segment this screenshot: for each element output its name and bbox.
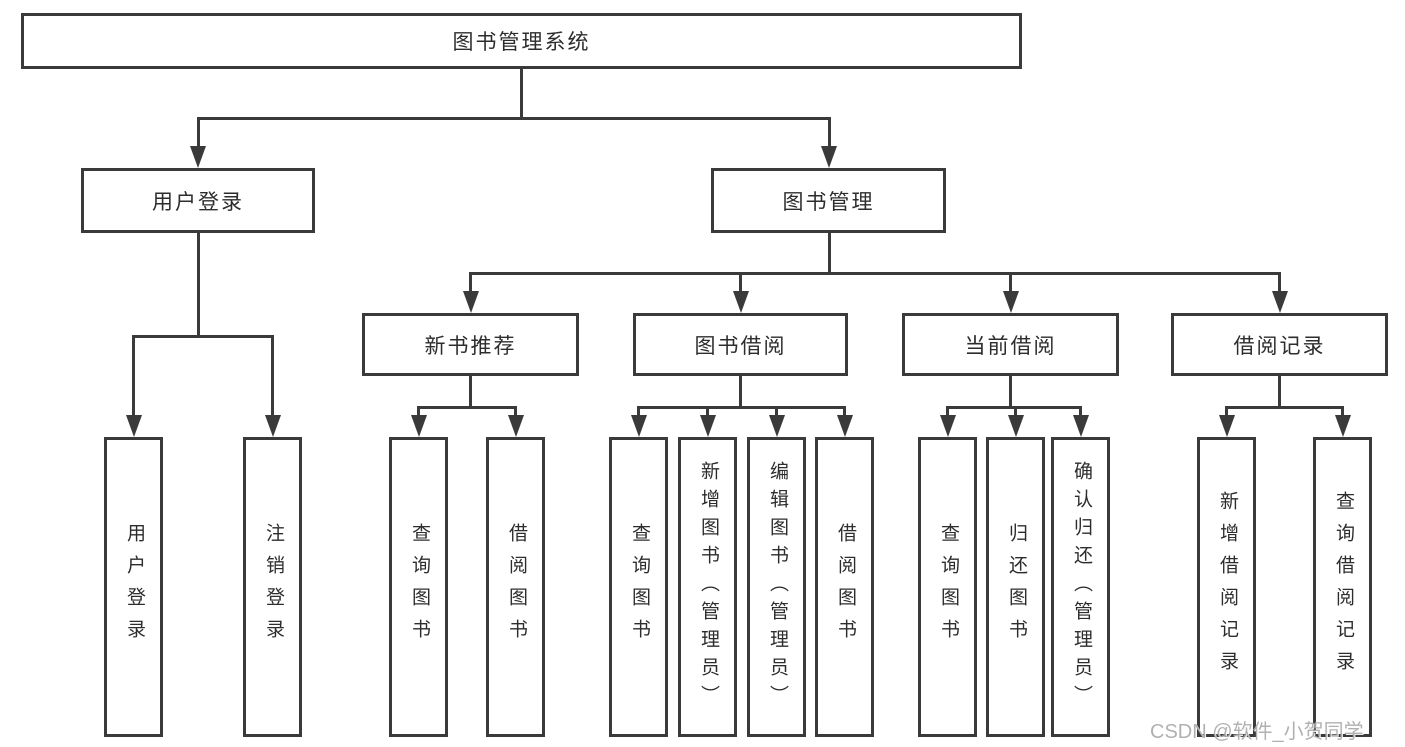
connector-user-login-rail	[132, 335, 274, 338]
node-label: 新增借阅记录	[1216, 491, 1238, 683]
arrowhead-borrow-records	[1271, 291, 1288, 313]
node-book-management: 图书管理	[711, 168, 946, 233]
node-label: 图书管理	[782, 190, 875, 214]
arrowhead-add-book	[699, 415, 716, 437]
connector-borrow-records-rail	[1225, 406, 1344, 409]
arrowhead-confirm-return	[1072, 415, 1089, 437]
connector-book-borrow-stem	[739, 376, 742, 406]
node-label: 编辑图书（管理员）	[766, 461, 788, 713]
arrowhead-logout-leaf	[264, 415, 281, 437]
arrowhead-book-borrow	[732, 291, 749, 313]
node-label: 图书借阅	[694, 334, 787, 358]
node-label: 归还图书	[1005, 523, 1027, 651]
node-borrow-books-1: 借阅图书	[486, 437, 545, 737]
connector-drop-query-books-3	[946, 406, 949, 416]
connector-drop-edit-book	[775, 406, 778, 416]
arrowhead-borrow-books-1	[507, 415, 524, 437]
connector-drop-confirm-return	[1079, 406, 1082, 416]
node-label: 新增图书（管理员）	[697, 461, 719, 713]
node-return-books: 归还图书	[986, 437, 1045, 737]
arrowhead-login-leaf	[125, 415, 142, 437]
node-borrow-books-2: 借阅图书	[815, 437, 874, 737]
arrowhead-query-books-3	[939, 415, 956, 437]
connector-current-borrow-stem	[1009, 376, 1012, 406]
node-label: 借阅图书	[505, 523, 527, 651]
node-label: 查询借阅记录	[1332, 491, 1354, 683]
arrowhead-borrow-books-2	[836, 415, 853, 437]
node-label: 借阅记录	[1233, 334, 1326, 358]
connector-borrow-records-stem	[1278, 376, 1281, 406]
connector-drop-logout-leaf	[271, 335, 274, 417]
arrowhead-add-record	[1218, 415, 1235, 437]
csdn-watermark: CSDN @软件_小贺同学	[1150, 721, 1364, 743]
node-label: 确认归还（管理员）	[1070, 461, 1092, 713]
node-label: 当前借阅	[964, 334, 1057, 358]
connector-book-borrow-rail	[637, 406, 846, 409]
connector-drop-add-book	[706, 406, 709, 416]
node-logout-leaf: 注销登录	[243, 437, 302, 737]
connector-root-stem	[519, 69, 523, 117]
connector-drop-borrow-books-2	[843, 406, 846, 416]
connector-drop-query-record	[1341, 406, 1344, 416]
connector-drop-return-books	[1014, 406, 1017, 416]
connector-drop-query-books-1	[417, 406, 420, 416]
node-label: 新书推荐	[424, 334, 517, 358]
connector-drop-borrow-books-1	[514, 406, 517, 416]
connector-root-rail	[196, 117, 831, 120]
node-label: 用户登录	[152, 190, 244, 214]
arrowhead-book-management	[821, 146, 837, 168]
node-current-borrowing: 当前借阅	[902, 313, 1119, 376]
node-confirm-return-admin: 确认归还（管理员）	[1051, 437, 1110, 737]
node-label: 用户登录	[123, 523, 145, 651]
node-add-book-admin: 新增图书（管理员）	[678, 437, 737, 737]
node-user-login: 用户登录	[81, 168, 315, 233]
arrowhead-current-borrow	[1002, 291, 1019, 313]
connector-drop-query-books-2	[637, 406, 640, 416]
connector-new-book-stem	[469, 376, 472, 406]
connector-drop-user-login	[196, 117, 200, 148]
node-new-book-recommendation: 新书推荐	[362, 313, 579, 376]
connector-new-book-rail	[417, 406, 517, 409]
arrowhead-query-record	[1334, 415, 1351, 437]
node-label: 查询图书	[628, 523, 650, 651]
node-label: 查询图书	[408, 523, 430, 651]
node-query-books-2: 查询图书	[609, 437, 668, 737]
node-label: 图书管理系统	[452, 31, 591, 54]
node-label: 借阅图书	[834, 523, 856, 651]
connector-user-login-stem	[196, 233, 200, 335]
node-query-borrow-record: 查询借阅记录	[1313, 437, 1372, 737]
connector-drop-login-leaf	[132, 335, 135, 417]
arrowhead-query-books-2	[630, 415, 647, 437]
connector-drop-new-book	[469, 272, 472, 291]
connector-book-management-stem	[827, 233, 831, 272]
node-query-books-3: 查询图书	[918, 437, 977, 737]
node-label: 注销登录	[262, 523, 284, 651]
node-label: 查询图书	[937, 523, 959, 651]
node-borrowing-records: 借阅记录	[1171, 313, 1388, 376]
connector-drop-current-borrow	[1009, 272, 1012, 291]
node-add-borrow-record: 新增借阅记录	[1197, 437, 1256, 737]
node-library-management-system: 图书管理系统	[21, 13, 1022, 69]
node-edit-book-admin: 编辑图书（管理员）	[747, 437, 806, 737]
connector-drop-borrow-records	[1278, 272, 1281, 291]
connector-book-management-rail	[469, 272, 1281, 275]
connector-drop-book-management	[827, 117, 831, 148]
connector-drop-add-record	[1225, 406, 1228, 416]
arrowhead-user-login	[190, 146, 206, 168]
arrowhead-return-books	[1007, 415, 1024, 437]
arrowhead-query-books-1	[410, 415, 427, 437]
arrowhead-edit-book	[768, 415, 785, 437]
node-query-books-1: 查询图书	[389, 437, 448, 737]
connector-drop-book-borrow	[739, 272, 742, 291]
arrowhead-new-book	[462, 291, 479, 313]
node-book-borrowing: 图书借阅	[633, 313, 848, 376]
node-user-login-leaf: 用户登录	[104, 437, 163, 737]
